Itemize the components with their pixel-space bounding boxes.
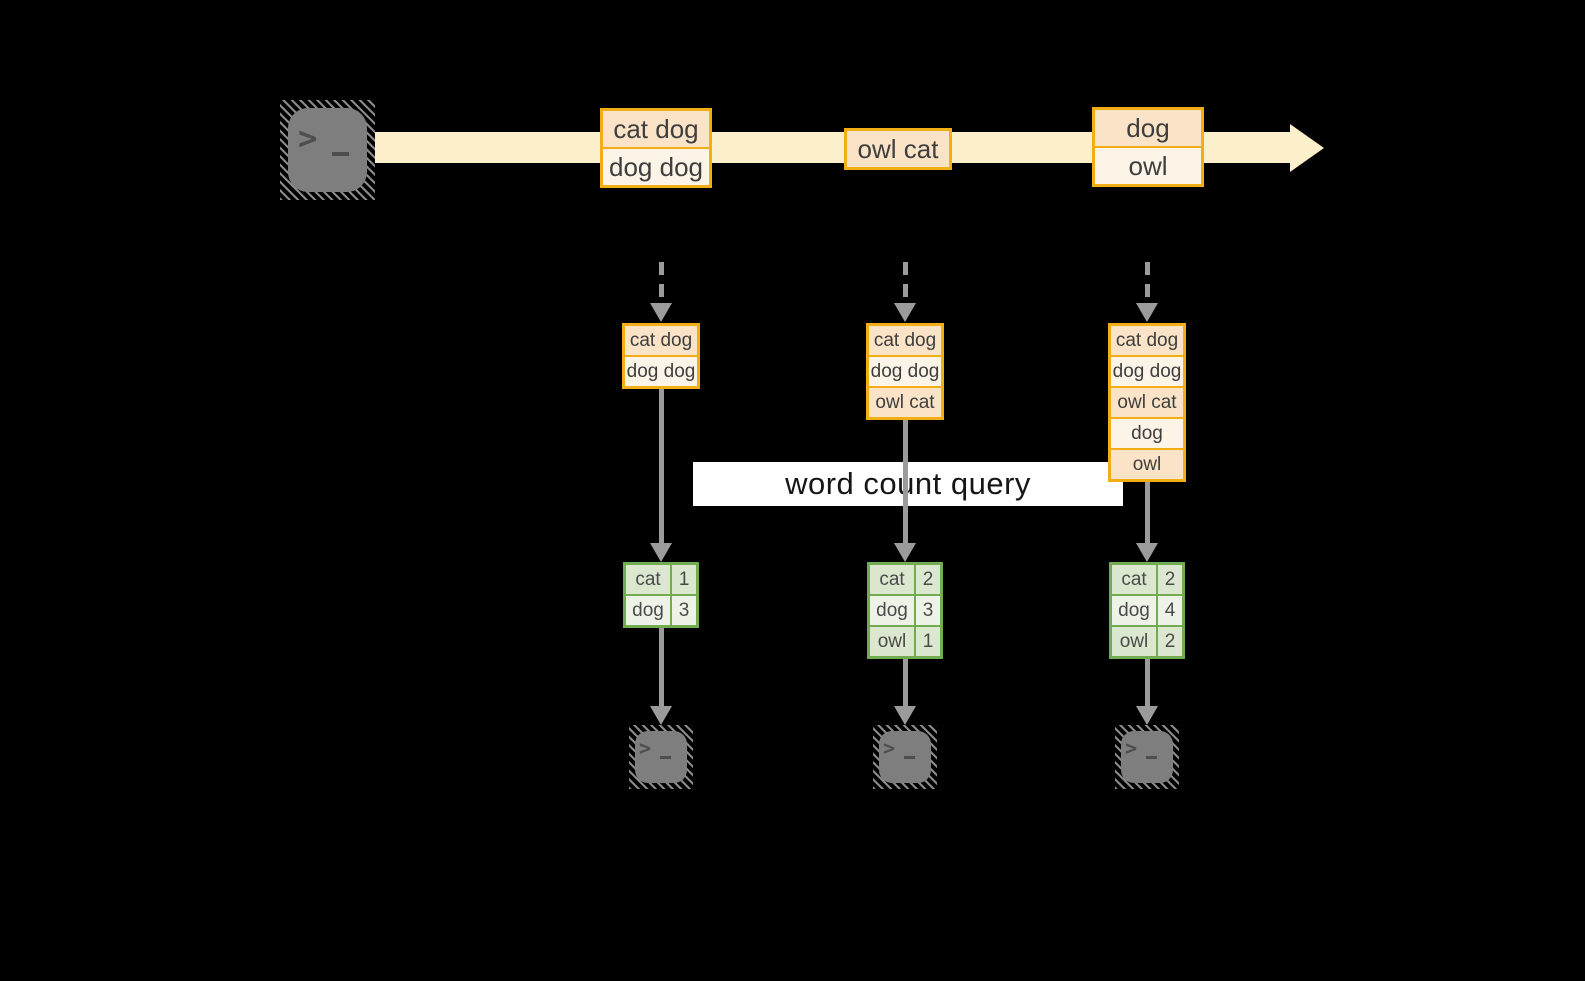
word-cell: dog <box>1112 596 1156 625</box>
terminal-sink-icon: > <box>1115 725 1179 789</box>
stream-record: cat dog <box>603 111 709 147</box>
query-label: word count query <box>785 466 1031 501</box>
batch-trigger-arrow <box>903 262 908 304</box>
count-cell: 2 <box>1158 565 1182 594</box>
terminal-sink-icon: > <box>629 725 693 789</box>
state-to-result-arrow <box>1145 482 1150 544</box>
word-cell: dog <box>870 596 914 625</box>
count-cell: 1 <box>672 565 696 594</box>
state-record: owl cat <box>1111 388 1183 417</box>
state-record: dog dog <box>625 357 697 386</box>
result-to-sink-arrowhead <box>650 706 672 725</box>
batch-trigger-arrowhead <box>894 303 916 322</box>
state-to-result-arrow <box>659 389 664 544</box>
state-record: dog <box>1111 419 1183 448</box>
count-cell: 1 <box>916 627 940 656</box>
state-to-result-arrowhead <box>650 543 672 562</box>
stream-batch-box: owl cat <box>844 128 952 170</box>
batch-trigger-arrow <box>659 262 664 304</box>
state-record: cat dog <box>1111 326 1183 355</box>
terminal-cursor-icon <box>660 756 671 759</box>
terminal-prompt-icon: > <box>639 736 652 760</box>
state-record: owl cat <box>869 388 941 417</box>
terminal-sink-icon: > <box>873 725 937 789</box>
word-cell: cat <box>1112 565 1156 594</box>
terminal-source-icon: > <box>280 100 375 200</box>
terminal-cursor-icon <box>904 756 915 759</box>
word-cell: cat <box>870 565 914 594</box>
stream-record: owl <box>1095 148 1201 184</box>
result-to-sink-arrowhead <box>1136 706 1158 725</box>
batch-trigger-arrowhead <box>1136 303 1158 322</box>
count-cell: 3 <box>916 596 940 625</box>
stream-arrowhead <box>1290 124 1324 172</box>
state-to-result-arrow <box>903 420 908 544</box>
result-to-sink-arrowhead <box>894 706 916 725</box>
batch-trigger-arrow <box>1145 262 1150 304</box>
count-cell: 2 <box>1158 627 1182 656</box>
stream-record: dog dog <box>603 149 709 185</box>
result-to-sink-arrow <box>903 659 908 707</box>
state-to-result-arrowhead <box>1136 543 1158 562</box>
stream-record: owl cat <box>847 131 949 167</box>
terminal-prompt-icon: > <box>298 119 318 157</box>
terminal-cursor-icon <box>1146 756 1157 759</box>
word-cell: owl <box>1112 627 1156 656</box>
state-record: cat dog <box>869 326 941 355</box>
terminal-prompt-icon: > <box>883 736 896 760</box>
count-cell: 4 <box>1158 596 1182 625</box>
state-to-result-arrowhead <box>894 543 916 562</box>
word-cell: owl <box>870 627 914 656</box>
state-record: owl <box>1111 450 1183 479</box>
state-record: dog dog <box>1111 357 1183 386</box>
terminal-prompt-icon: > <box>1125 736 1138 760</box>
stream-record: dog <box>1095 110 1201 146</box>
state-record: cat dog <box>625 326 697 355</box>
result-to-sink-arrow <box>659 628 664 707</box>
state-record: dog dog <box>869 357 941 386</box>
result-to-sink-arrow <box>1145 659 1150 707</box>
terminal-cursor-icon <box>332 152 349 156</box>
batch-trigger-arrowhead <box>650 303 672 322</box>
word-cell: cat <box>626 565 670 594</box>
count-cell: 3 <box>672 596 696 625</box>
word-cell: dog <box>626 596 670 625</box>
count-cell: 2 <box>916 565 940 594</box>
query-label-band: word count query <box>693 462 1123 506</box>
